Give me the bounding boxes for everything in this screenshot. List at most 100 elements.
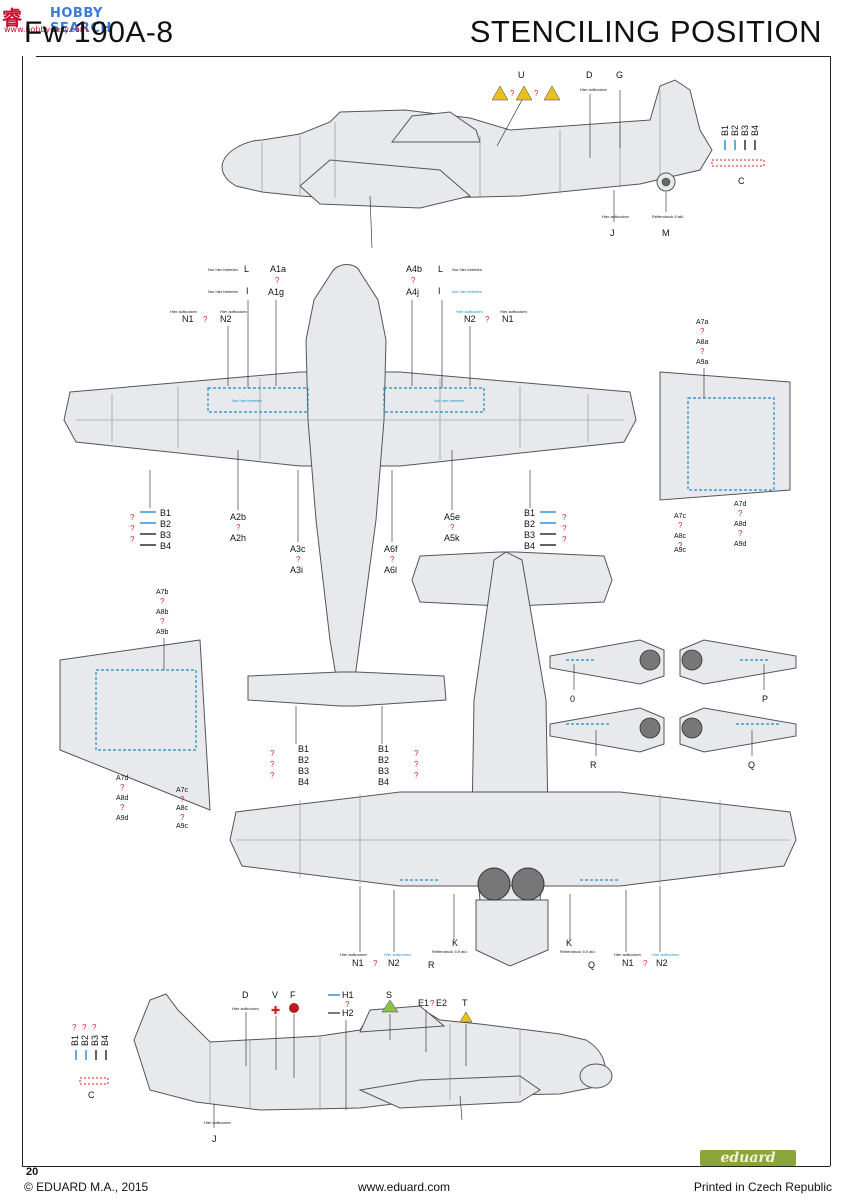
callout-N1-bottom-left: N1 (352, 958, 364, 968)
page-number: 20 (26, 1166, 39, 1178)
lower-canopy (359, 1005, 446, 1033)
q-mark: ? (180, 813, 185, 822)
q-mark: ? (180, 795, 185, 804)
callout-E2: E2 (436, 998, 447, 1008)
code-B4: B4 (298, 777, 309, 787)
stencil-I-text-left: Nur hier betreten (208, 289, 238, 294)
code-B2: B2 (160, 519, 171, 529)
q-mark: ? (120, 783, 125, 792)
leader-line (496, 99, 523, 147)
code-A8d: A8d (116, 795, 129, 802)
copyright-text: © EDUARD M.A., 2015 (24, 1180, 149, 1194)
callout-N2-right: N2 (464, 314, 476, 324)
lower-side-view: B1 B2 B3 B4 ? ? ? C D Hier aufbocken V ✚… (70, 990, 613, 1144)
upper-antenna (369, 195, 373, 249)
code-B1: B1 (524, 508, 535, 518)
bottom-engine-cowl (475, 899, 549, 967)
stencil-N1-text: Hier aufbocken (614, 952, 641, 957)
callout-A3c: A3c (290, 544, 306, 554)
callout-G: G (616, 70, 623, 80)
stencil-N1-text-right: Hier aufbocken (500, 309, 527, 314)
frame-line-bottom (22, 1166, 830, 1167)
q-mark: ? (270, 749, 275, 758)
upper-side-view: U ? ? D Hier aufbocken G B1 B2 B3 B4 (221, 70, 765, 249)
model-title: Fw 190A-8 (24, 16, 174, 49)
callout-A4b: A4b (406, 264, 422, 274)
callout-L-left: L (244, 264, 249, 274)
q-mark: ? (72, 1023, 77, 1032)
code-A7d: A7d (734, 501, 747, 508)
bottom-plan-view: Hier aufbocken Hier aufbocken N1 ? N2 K … (229, 551, 797, 970)
callout-N2-bottom-right: N2 (656, 958, 668, 968)
code-B1: B1 (378, 744, 389, 754)
stencil-I-text-right: Nur hier betreten (452, 289, 482, 294)
callout-A2b: A2b (230, 512, 246, 522)
warning-triangle-icon (543, 85, 561, 101)
q-mark: ? (120, 803, 125, 812)
q-mark: ? (130, 513, 135, 522)
callout-P: P (762, 694, 768, 704)
callout-U: U (518, 70, 525, 80)
q-mark: ? (296, 555, 301, 564)
top-stabilizer (247, 671, 447, 707)
q-mark: ? (414, 760, 419, 769)
code-B3: B3 (160, 530, 171, 540)
website-link[interactable]: www.eduard.com (358, 1180, 451, 1194)
stencil-N1-text: Hier aufbocken (340, 952, 367, 957)
callout-E1: E1 (418, 998, 429, 1008)
red-stencil-box (79, 1077, 109, 1085)
warning-triangle-icon (459, 1011, 473, 1023)
flap-stencil-outline (687, 397, 775, 491)
callout-I-left: I (246, 286, 249, 296)
frame-line-top (36, 56, 830, 57)
stencil-D-lower-text: Hier aufbocken (232, 1006, 259, 1011)
q-mark: ? (373, 959, 378, 968)
q-mark: ? (390, 555, 395, 564)
tail-code-B4: B4 (100, 1035, 110, 1046)
walkway-outline-right (383, 387, 485, 413)
callout-N1-right: N1 (502, 314, 514, 324)
stencil-J-text: Hier aufbocken (602, 214, 629, 219)
callout-K-right: K (566, 938, 572, 948)
callout-T: T (462, 998, 468, 1008)
callout-A2h: A2h (230, 533, 246, 543)
gear-wheel-icon (681, 717, 703, 739)
left-flap-detail: A7b ? A8b ? A9b A7d ? A8d ? A9d A7c ? A8… (59, 589, 211, 830)
callout-F: F (290, 990, 296, 1000)
red-dot-icon (289, 1003, 299, 1013)
stab-left-codes: B1 B2 B3 B4 ? ? ? (270, 706, 309, 787)
walkway-text-right: Nur hier betreten (434, 398, 464, 403)
callout-Q-bottom: Q (588, 960, 595, 970)
upper-tail-codes: B1 B2 B3 B4 (720, 125, 760, 150)
q-mark: ? (236, 523, 241, 532)
callout-R: R (590, 760, 597, 770)
callout-N1-bottom-right: N1 (622, 958, 634, 968)
bottom-wing (229, 791, 797, 887)
right-flap-panel (659, 371, 791, 501)
q-mark: ? (92, 1023, 97, 1032)
red-stencil-box (711, 159, 765, 167)
code-A7c: A7c (176, 787, 189, 794)
left-wing-B-codes: B1 B2 B3 B4 ? ? ? (130, 470, 171, 551)
stencil-K-text-right: Reifendruck 5.5 atü (560, 949, 595, 954)
right-wing-B-codes: B1 B2 B3 B4 ? ? ? (524, 470, 567, 551)
tail-code-B3: B3 (90, 1035, 100, 1046)
callout-C-lower: C (88, 1090, 95, 1100)
code-A8c: A8c (176, 805, 189, 812)
gear-wheel-icon (639, 717, 661, 739)
upper-tailwheel-hub (661, 177, 671, 187)
code-A9c: A9c (176, 823, 189, 830)
callout-A5k: A5k (444, 533, 460, 543)
flap-stencil-outline (95, 669, 197, 751)
q-mark: ? (345, 1000, 350, 1009)
cross-icon: ✚ (271, 1004, 280, 1017)
code-A7a: A7a (696, 319, 709, 326)
code-A8d: A8d (734, 521, 747, 528)
stencil-N1-text-left: Hier aufbocken (170, 309, 197, 314)
gear-door-upper-right (679, 639, 797, 685)
q-mark: ? (160, 617, 165, 626)
page-header: 睿 HOBBY SEARCH www.hobbyeasy.com Fw 190A… (0, 0, 862, 56)
wheel-well-right (511, 867, 545, 901)
code-A9c: A9c (674, 547, 687, 554)
